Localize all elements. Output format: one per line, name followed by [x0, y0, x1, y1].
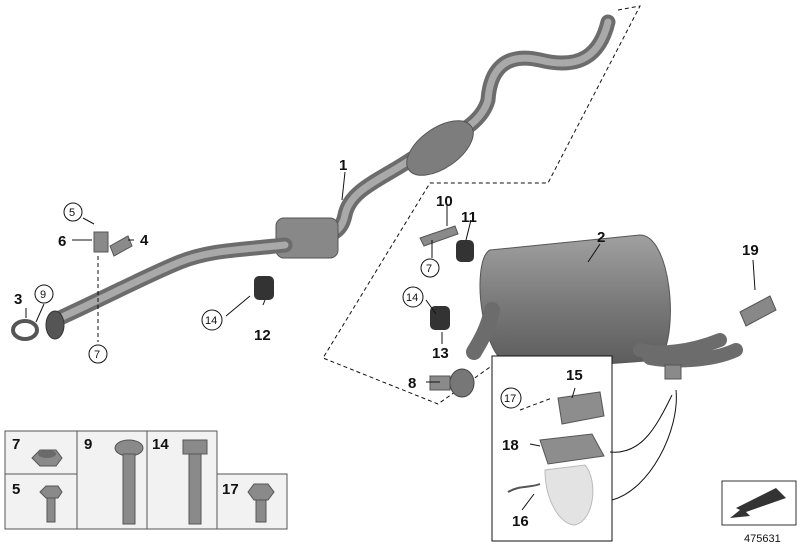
- retaining-clip[interactable]: [507, 483, 541, 493]
- label-3: 3: [14, 291, 22, 308]
- label-14b-circle: [402, 286, 424, 308]
- leader-lines: [25, 171, 756, 511]
- table-cell-14: 14: [152, 436, 169, 453]
- label-5-circle: [63, 202, 83, 222]
- carriage-bolt-icon: [114, 439, 144, 525]
- label-12: 12: [254, 327, 271, 344]
- label-14a: 14: [205, 315, 217, 327]
- actuator-bracket[interactable]: [539, 433, 605, 465]
- part-labels: 1 2 3 4 5 6 7 7 8 9 10 11 12 13 14 14 15…: [14, 157, 759, 530]
- label-14a-circle: [201, 309, 223, 331]
- flap-actuator[interactable]: [557, 391, 605, 425]
- label-9-circle: [34, 284, 54, 304]
- inset-lead-lower: [611, 389, 677, 501]
- label-9: 9: [40, 289, 46, 301]
- label-6: 6: [58, 233, 66, 250]
- label-7b-circle: [420, 258, 440, 278]
- front-hanger[interactable]: [93, 231, 133, 257]
- front-pipe-assembly[interactable]: [45, 14, 616, 340]
- label-2: 2: [597, 229, 605, 246]
- label-7a: 7: [94, 349, 100, 361]
- nut-icon: [31, 449, 63, 467]
- table-cell-17: 17: [222, 481, 239, 498]
- flap-actuator-joint: [664, 364, 682, 380]
- tailpipe-trim[interactable]: [739, 295, 777, 327]
- label-13: 13: [432, 345, 449, 362]
- front-pipe-inlet: [45, 310, 65, 340]
- rear-silencer[interactable]: [466, 234, 743, 380]
- label-7b: 7: [426, 263, 432, 275]
- label-8: 8: [408, 375, 416, 392]
- hex-screw-icon: [247, 483, 275, 523]
- center-resonator: [406, 120, 474, 176]
- actuator-cover: [544, 464, 594, 526]
- label-1: 1: [339, 157, 347, 174]
- label-18: 18: [502, 437, 519, 454]
- inset-lead-upper: [609, 394, 673, 453]
- diagram-id: 475631: [744, 533, 781, 545]
- label-14b: 14: [406, 292, 418, 304]
- hex-bolt-icon: [182, 439, 208, 525]
- table-cell-7: 7: [12, 436, 20, 453]
- direction-arrow-icon: [721, 480, 797, 526]
- hardware-table: 7 9 14 5 17: [4, 430, 288, 530]
- clamp[interactable]: [11, 319, 39, 341]
- label-11: 11: [461, 209, 477, 226]
- clamp-8[interactable]: [429, 368, 475, 398]
- label-19: 19: [742, 242, 759, 259]
- label-7a-circle: [88, 344, 108, 364]
- label-4: 4: [140, 232, 149, 249]
- flange-bolt-icon: [39, 485, 63, 523]
- label-15: 15: [566, 367, 583, 384]
- label-16: 16: [512, 513, 529, 530]
- table-cell-5: 5: [12, 481, 20, 498]
- label-10: 10: [436, 193, 453, 210]
- bracket-10[interactable]: [419, 225, 459, 247]
- label-17-circle: [500, 387, 522, 409]
- label-17: 17: [504, 393, 516, 405]
- table-cell-9: 9: [84, 436, 92, 453]
- screw-17-lead: [519, 397, 553, 411]
- label-5: 5: [69, 207, 75, 219]
- front-pipe-outline: [322, 5, 641, 405]
- rubber-mount-12[interactable]: [254, 276, 274, 300]
- rubber-mount-11[interactable]: [456, 240, 474, 262]
